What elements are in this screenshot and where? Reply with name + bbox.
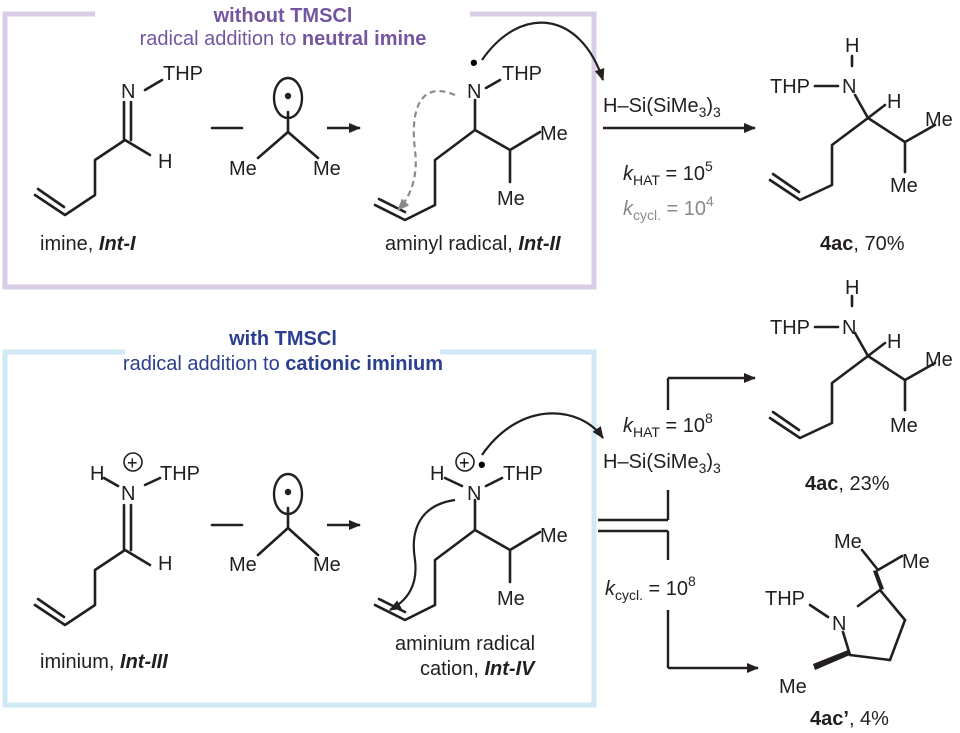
iminium-int-iii-structure: H N + THP H: [33, 452, 200, 627]
top-panel: without TMSCl radical addition to neutra…: [2, 5, 953, 290]
bottom-header-bold: with TMSCl: [228, 328, 337, 350]
isopropyl-radical-top: Me Me: [210, 76, 361, 180]
top-product-thp: THP: [770, 76, 810, 98]
top-product-label: 4ac, 70%: [820, 233, 905, 255]
isopropyl-radical-bottom: Me Me: [210, 472, 361, 576]
top-k-hat: kHAT = 105: [623, 158, 713, 188]
product-4ac-prime-structure: N THP Me Me Me: [765, 531, 930, 698]
pyrrolidine-n: N: [832, 613, 846, 635]
imine-int-i-label: imine, Int-I: [40, 233, 136, 255]
top-product-n: N: [842, 76, 856, 98]
aminyl-radical-dot: •: [470, 50, 478, 75]
aminyl-me-2: Me: [497, 188, 525, 210]
bottom-product-n: N: [842, 317, 856, 339]
pyrrolidine-me-top-1: Me: [834, 531, 862, 553]
radical-me-left: Me: [229, 158, 257, 180]
top-header-line: radical addition to neutral imine: [140, 28, 427, 50]
imine-int-i-structure: N THP H: [33, 63, 203, 217]
top-product-ch: H: [887, 91, 901, 113]
aminyl-int-ii-label: aminyl radical, Int-II: [385, 233, 561, 255]
top-product-nh: H: [845, 35, 859, 57]
bottom-product-thp: THP: [770, 317, 810, 339]
iminium-h-n: H: [90, 463, 104, 485]
aminium-me-2: Me: [497, 588, 525, 610]
aminium-me-1: Me: [540, 525, 568, 547]
aminyl-me-1: Me: [540, 123, 568, 145]
top-reagent: H–Si(SiMe3)3: [603, 95, 721, 120]
bottom-product-me-2: Me: [890, 415, 918, 437]
bottom-product-ch: H: [887, 331, 901, 353]
top-product-me-1: Me: [925, 109, 953, 131]
top-panel-frame: [2, 11, 597, 290]
iminium-thp: THP: [160, 463, 200, 485]
radical-me-left-b: Me: [229, 554, 257, 576]
bottom-panel: with TMSCl radical addition to cationic …: [2, 277, 953, 730]
radical-me-right: Me: [313, 158, 341, 180]
imine-thp: THP: [163, 63, 203, 85]
product-4ac-top-structure: THP N H H Me Me: [768, 35, 953, 202]
aminium-n-atom: N: [467, 483, 481, 505]
bottom-product1-label: 4ac, 23%: [805, 473, 890, 495]
bottom-k-cycl: kcycl. = 108: [605, 573, 696, 603]
iminium-h-c: H: [158, 553, 172, 575]
pyrrolidine-thp: THP: [765, 588, 805, 610]
radical-me-right-b: Me: [313, 554, 341, 576]
bottom-header-line: radical addition to cationic iminium: [123, 353, 443, 375]
pyrrolidine-me-top-2: Me: [902, 551, 930, 573]
top-k-cycl: kcycl. = 104: [623, 193, 714, 223]
aminyl-thp: THP: [502, 63, 542, 85]
bottom-product2-label: 4ac’, 4%: [810, 708, 889, 730]
aminium-label-line1: aminium radical: [395, 633, 535, 655]
imine-n-atom: N: [121, 81, 135, 103]
top-header-bold: without TMSCl: [213, 5, 353, 27]
bottom-reagent: H–Si(SiMe3)3: [603, 451, 721, 476]
aminyl-radical-int-ii-structure: N • THP Me Me: [373, 21, 605, 222]
pyrrolidine-me-bottom: Me: [779, 676, 807, 698]
iminium-n-atom: N: [121, 483, 135, 505]
aminium-radical-int-iv-structure: H N + • THP Me Me: [373, 412, 604, 622]
bottom-product-me-1: Me: [925, 349, 953, 371]
aminium-plus: +: [459, 453, 470, 473]
bottom-panel-frame: [2, 349, 597, 708]
imine-h-atom: H: [158, 151, 172, 173]
aminium-label-line2: cation, Int-IV: [420, 658, 536, 680]
bottom-product-nh: H: [845, 277, 859, 299]
top-product-me-2: Me: [890, 175, 918, 197]
iminium-plus: +: [127, 453, 138, 473]
aminyl-n-atom: N: [467, 81, 481, 103]
aminium-thp: THP: [503, 463, 543, 485]
bottom-k-hat: kHAT = 108: [623, 410, 713, 440]
iminium-int-iii-label: iminium, Int-III: [40, 651, 168, 673]
aminium-radical-dot: •: [478, 452, 486, 477]
aminium-h: H: [430, 463, 444, 485]
branching-arrows: [598, 373, 759, 673]
product-4ac-bottom-structure: THP N H H Me Me: [768, 277, 953, 440]
